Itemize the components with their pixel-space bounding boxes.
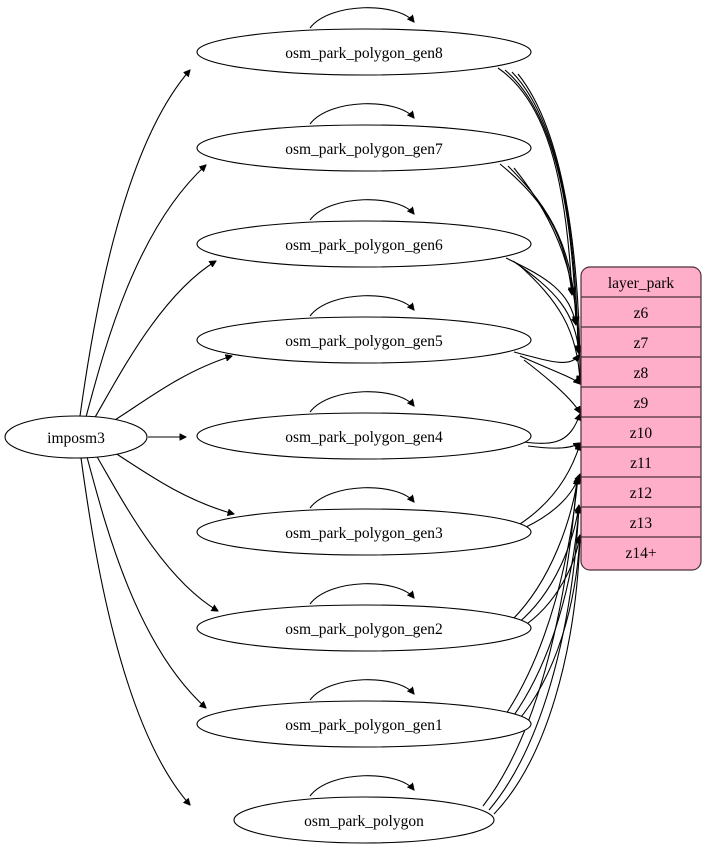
node-osm-park-polygon-gen2[interactable]: osm_park_polygon_gen2 [196,604,532,652]
edges-to-layer-table [482,67,580,815]
gen8-label: osm_park_polygon_gen8 [285,45,443,62]
gen3-ellipse[interactable] [196,508,532,556]
gen1-label: osm_park_polygon_gen1 [285,717,443,734]
node-osm-park-polygon-gen1[interactable]: osm_park_polygon_gen1 [196,700,532,748]
base-label: osm_park_polygon [304,813,424,830]
table-row-z14[interactable]: z14+ [625,545,656,562]
gen5-label: osm_park_polygon_gen5 [285,333,443,350]
gen6-ellipse[interactable] [196,220,532,268]
table-row-z7[interactable]: z7 [634,335,649,352]
node-osm-park-polygon-gen5[interactable]: osm_park_polygon_gen5 [196,316,532,364]
node-osm-park-polygon-gen6[interactable]: osm_park_polygon_gen6 [196,220,532,268]
layer-park-header: layer_park [608,275,675,292]
gen7-label: osm_park_polygon_gen7 [285,141,443,158]
node-osm-park-polygon-gen8[interactable]: osm_park_polygon_gen8 [196,28,532,76]
table-row-z9[interactable]: z9 [634,395,649,412]
gen7-ellipse[interactable] [196,124,532,172]
table-row-z12[interactable]: z12 [630,485,652,502]
self-loop-edges [309,7,414,797]
node-imposm3[interactable]: imposm3 [4,415,148,459]
edges-from-imposm3 [79,70,234,805]
base-ellipse[interactable] [233,796,495,844]
table-row-z13[interactable]: z13 [630,515,653,532]
node-osm-park-polygon-gen7[interactable]: osm_park_polygon_gen7 [196,124,532,172]
table-row-z10[interactable]: z10 [630,425,653,442]
gen2-ellipse[interactable] [196,604,532,652]
gen4-label: osm_park_polygon_gen4 [285,429,443,446]
gen8-ellipse[interactable] [196,28,532,76]
node-osm-park-polygon-gen3[interactable]: osm_park_polygon_gen3 [196,508,532,556]
imposm3-ellipse[interactable] [4,415,148,459]
table-row-z11[interactable]: z11 [630,455,652,472]
table-row-z8[interactable]: z8 [634,365,649,382]
gen1-ellipse[interactable] [196,700,532,748]
layer-park-table[interactable]: layer_park z6 z7 z8 z9 z10 z11 z12 z13 z… [580,266,702,571]
gen3-label: osm_park_polygon_gen3 [285,525,443,542]
gen6-label: osm_park_polygon_gen6 [285,237,443,254]
gen2-label: osm_park_polygon_gen2 [285,621,443,638]
layer-park-table-body [580,266,702,571]
table-row-z6[interactable]: z6 [634,305,649,322]
node-osm-park-polygon[interactable]: osm_park_polygon [233,796,495,844]
generalization-nodes: osm_park_polygon_gen8 osm_park_polygon_g… [196,28,532,844]
gen5-ellipse[interactable] [196,316,532,364]
imposm3-label: imposm3 [47,430,105,447]
node-osm-park-polygon-gen4[interactable]: osm_park_polygon_gen4 [196,412,532,460]
gen4-ellipse[interactable] [196,412,532,460]
